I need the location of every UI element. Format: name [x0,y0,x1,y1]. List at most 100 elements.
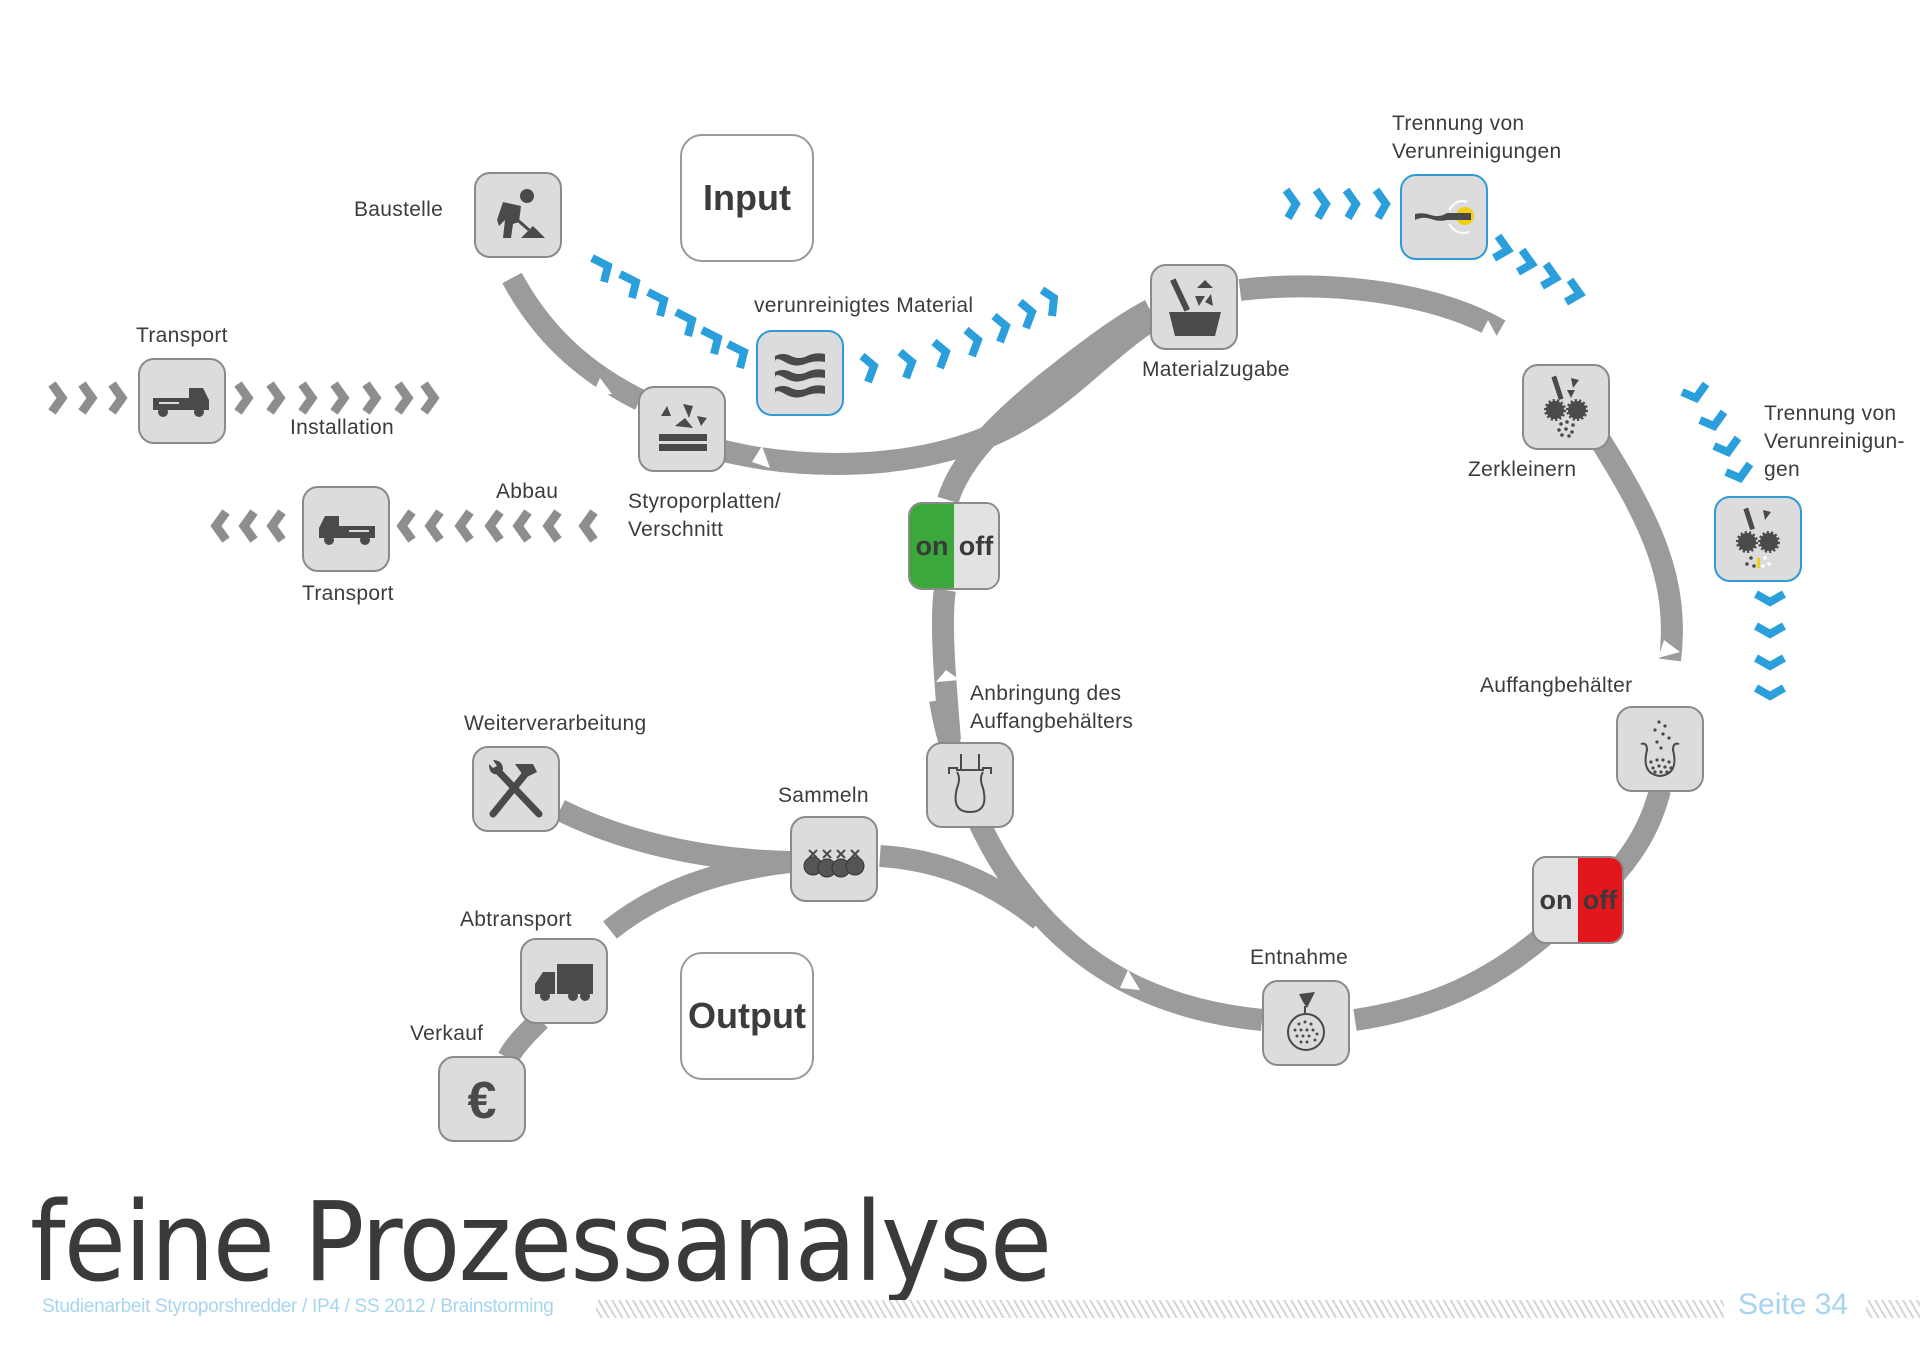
weiterverarbeitung-label: Weiterverarbeitung [464,712,647,735]
flow-notch [1120,970,1140,990]
node-zerkleinern[interactable] [1522,364,1610,450]
chevron-blue-icon [963,326,983,358]
verunreinigt-label: verunreinigtes Material [754,294,974,317]
chevron-left-icon [396,509,416,543]
output-box: Output [680,952,814,1080]
flow-sammeln-abtransport [603,851,792,939]
verkauf-label: Verkauf [410,1022,484,1045]
chevron-left-icon [484,509,504,543]
switch-stop[interactable]: on off [1532,856,1624,944]
switch-start[interactable]: on off [908,502,1000,590]
footer-hatch-divider [596,1300,1724,1318]
node-abtransport[interactable] [520,938,608,1024]
chevron-blue-icon [700,326,723,355]
chevron-blue-icon [1282,187,1301,220]
trennung2-label-line3: gen [1764,458,1800,481]
flow-notch [592,378,612,396]
node-styropor[interactable] [638,386,726,472]
node-entnahme[interactable] [1262,980,1350,1066]
entnahme-label: Entnahme [1250,946,1349,969]
chevron-blue-icon [674,308,697,337]
node-materialzugabe[interactable] [1150,264,1238,350]
pickup-truck-icon [153,388,209,417]
chevron-right-icon [108,381,128,415]
chevron-right-icon [362,381,382,415]
input-label: Input [703,177,791,218]
node-verkauf[interactable]: € [438,1056,526,1142]
bag-removal-icon [1287,992,1325,1051]
node-trennung2[interactable] [1714,496,1802,582]
trennung2-label-line1: Trennung von [1764,402,1897,425]
flow-notch [936,670,960,682]
foam-boards-icon [659,404,707,451]
switch-start-off[interactable]: off [954,504,998,588]
chevron-left-icon [542,509,562,543]
page-title: feine Prozessanalyse [30,1178,1052,1306]
chevron-blue-icon [897,348,917,380]
pickup-truck-icon [319,516,375,545]
trennung1-label: Trennung von Verunreinigungen [1392,110,1561,166]
footer-hatch-end [1866,1300,1920,1318]
euro-icon: € [468,1072,497,1130]
node-baustelle[interactable] [474,172,562,258]
chevron-blue-icon [1698,409,1728,431]
node-verunreinigt[interactable] [756,330,844,416]
flow-notch [648,918,664,934]
chevron-right-icon [298,381,318,415]
chevron-blue-icon [646,288,669,317]
chevron-blue-icon [1540,261,1562,290]
chevron-left-icon [512,509,532,543]
node-anbringung[interactable] [926,742,1014,828]
trennung1-label-line1: Trennung von [1392,112,1525,135]
flow-notch [600,852,622,872]
trennung1-label-line2: Verunreinigungen [1392,140,1562,163]
flow-abtransport-verkauf [498,1012,548,1064]
contaminated-layers-icon [775,353,825,398]
chevron-left-icon [266,509,286,543]
chevron-left-icon [578,509,598,543]
auffangbehaelter-label: Auffangbehälter [1480,674,1633,697]
flow-loop-left2 [937,300,1156,504]
flow-loop-bottom [1353,926,1553,1031]
chevron-right-icon [78,381,98,415]
chevron-blue-icon [1564,277,1586,306]
chevron-blue-icon [618,270,641,299]
chevron-blue-icon [1342,187,1361,220]
styropor-label: Styroporplatten/ Verschnitt [628,488,781,544]
chevron-blue-icon [1754,590,1786,607]
input-box: Input [680,134,814,262]
switch-stop-off[interactable]: off [1578,858,1622,942]
chevron-blue-icon [1312,187,1331,220]
chevron-blue-icon [1712,435,1742,457]
node-transport-out[interactable] [302,486,390,572]
flow-loop-right [1590,434,1683,662]
lorry-icon [535,964,593,1001]
switch-stop-on[interactable]: on [1534,858,1578,942]
styropor-label-line2: Verschnitt [628,518,724,541]
node-weiterverarbeitung[interactable] [472,746,560,832]
chevrons-install [48,381,440,415]
trennung2-label: Trennung von Verunreinigun- gen [1764,400,1905,484]
chevron-right-icon [234,381,254,415]
materialzugabe-label: Materialzugabe [1142,358,1290,381]
installation-label: Installation [290,416,394,439]
chevron-right-icon [266,381,286,415]
node-sammeln[interactable] [790,816,878,902]
node-transport-in[interactable] [138,358,226,444]
flow-weiter-sammeln [555,800,791,873]
sammeln-label: Sammeln [778,784,869,807]
chevron-blue-icon [1754,622,1786,639]
chevron-blue-icon [1724,461,1754,483]
node-trennung1[interactable] [1400,174,1488,260]
anbringung-label: Anbringung des Auffangbehälters [970,680,1133,736]
chevron-blue-icon [1754,654,1786,671]
node-auffangbehaelter[interactable] [1616,706,1704,792]
chevron-blue-icon [859,352,879,384]
transport-in-label: Transport [136,324,228,347]
anbringung-label-line2: Auffangbehälters [970,710,1134,733]
switch-start-on[interactable]: on [910,504,954,588]
chevron-blue-icon [1372,187,1391,220]
svg-text:€: € [468,1072,497,1130]
